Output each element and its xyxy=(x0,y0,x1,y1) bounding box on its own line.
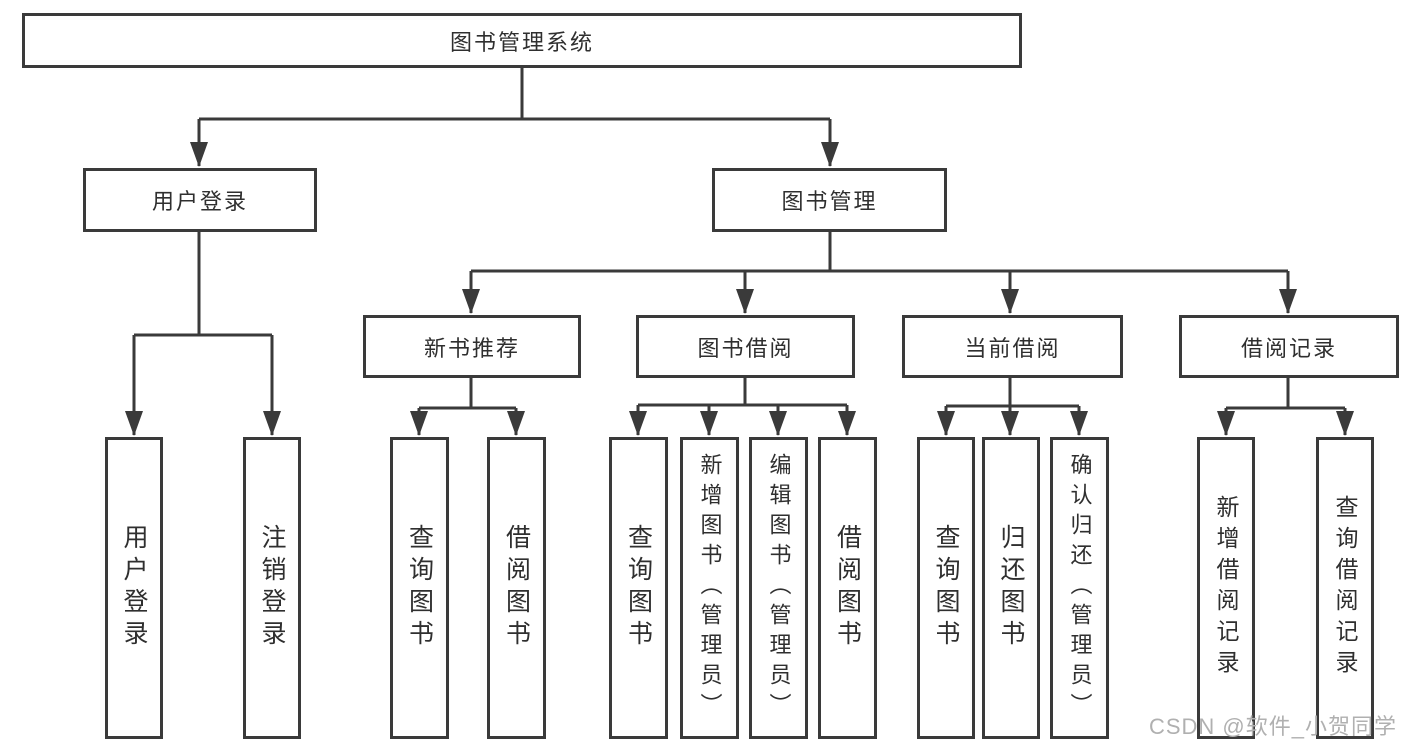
node-label: 图书管理系统 xyxy=(449,29,594,55)
connector-new-book-recommend-to-children xyxy=(410,378,525,436)
node-label: 图书管理 xyxy=(781,189,878,214)
node-label: 借阅记录 xyxy=(1240,335,1337,361)
node-label: 新增图书（管理员） xyxy=(697,453,723,723)
node-label: 归还图书 xyxy=(997,524,1025,652)
leaf-borrow-books-recommend: 借阅图书 xyxy=(487,437,546,739)
leaf-edit-book-admin: 编辑图书（管理员） xyxy=(749,437,808,739)
node-user-login: 用户登录 xyxy=(83,168,317,232)
node-book-borrowing: 图书借阅 xyxy=(636,315,855,378)
connector-borrowing-records-to-children xyxy=(1217,378,1354,436)
connector-root-to-level2 xyxy=(190,66,839,167)
node-label: 用户登录 xyxy=(120,524,148,652)
leaf-query-books-current: 查询图书 xyxy=(917,437,975,739)
node-book-management: 图书管理 xyxy=(712,168,947,232)
leaf-return-books: 归还图书 xyxy=(982,437,1040,739)
leaf-borrow-books: 借阅图书 xyxy=(818,437,877,739)
node-label: 当前借阅 xyxy=(964,335,1061,361)
node-library-management-system: 图书管理系统 xyxy=(22,13,1022,68)
node-label: 借阅图书 xyxy=(833,524,862,652)
node-new-book-recommend: 新书推荐 xyxy=(363,315,581,378)
leaf-confirm-return-admin: 确认归还（管理员） xyxy=(1050,437,1109,739)
node-label: 图书借阅 xyxy=(697,335,794,361)
node-label: 借阅图书 xyxy=(502,524,531,652)
leaf-user-login: 用户登录 xyxy=(105,437,163,739)
csdn-watermark: CSDN @软件_小贺同学 xyxy=(1148,714,1397,739)
connector-user-login-to-children xyxy=(125,232,281,436)
leaf-add-borrow-record: 新增借阅记录 xyxy=(1197,437,1255,739)
node-label: 查询借阅记录 xyxy=(1332,495,1358,681)
leaf-query-books-recommend: 查询图书 xyxy=(390,437,449,739)
node-label: 查询图书 xyxy=(932,524,960,652)
leaf-logout: 注销登录 xyxy=(243,437,301,739)
connector-current-borrowing-to-children xyxy=(937,378,1088,436)
leaf-query-books-borrowing: 查询图书 xyxy=(609,437,668,739)
node-label: 编辑图书（管理员） xyxy=(766,453,792,723)
node-label: 查询图书 xyxy=(624,524,653,652)
node-label: 新增借阅记录 xyxy=(1213,495,1239,681)
node-borrowing-records: 借阅记录 xyxy=(1179,315,1399,378)
leaf-query-borrow-record: 查询借阅记录 xyxy=(1316,437,1374,739)
node-label: 注销登录 xyxy=(258,524,286,652)
node-current-borrowing: 当前借阅 xyxy=(902,315,1123,378)
node-label: 查询图书 xyxy=(405,524,434,652)
node-label: 用户登录 xyxy=(151,189,248,214)
connector-book-management-to-level3 xyxy=(462,232,1297,314)
connector-book-borrowing-to-children xyxy=(629,378,856,436)
node-label: 确认归还（管理员） xyxy=(1067,453,1093,723)
node-label: 新书推荐 xyxy=(423,335,520,361)
leaf-add-book-admin: 新增图书（管理员） xyxy=(680,437,739,739)
